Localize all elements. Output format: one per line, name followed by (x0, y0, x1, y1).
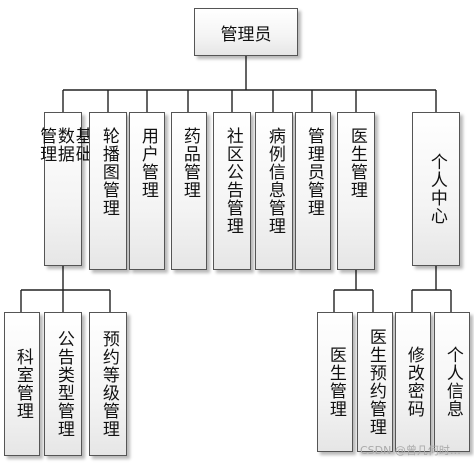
node-doctor-management: 医生管理 (337, 112, 375, 270)
label-user-management: 用户管理 (137, 127, 158, 199)
node-case-management: 病例信息管理 (255, 112, 293, 270)
label-personal-info: 个人信息 (442, 346, 463, 418)
label-change-password: 修改密码 (403, 346, 424, 418)
node-doctor-sub-management: 医生管理 (317, 312, 353, 452)
label-announcement-management: 社区公告管理 (222, 127, 243, 235)
node-carousel-management: 轮播图管理 (89, 112, 127, 270)
root-node-admin: 管理员 (194, 8, 298, 56)
label-announcement-type-management: 公告类型管理 (53, 330, 74, 438)
label-carousel-management: 轮播图管理 (98, 127, 119, 217)
node-announcement-type-management: 公告类型管理 (44, 312, 82, 456)
node-drug-management: 药品管理 (171, 112, 207, 270)
node-basic-data-management: 基础 数据 管理 (36, 112, 92, 266)
label-basic-data-management: 基础 数据 管理 (36, 127, 92, 163)
node-change-password: 修改密码 (395, 312, 431, 452)
label-doctor-appointment-management: 医生预约管理 (365, 328, 386, 436)
node-user-management: 用户管理 (129, 112, 165, 270)
label-personal-center: 个人中心 (426, 153, 447, 225)
node-doctor-appointment-management: 医生预约管理 (357, 312, 393, 452)
node-dept-management: 科室管理 (4, 312, 40, 456)
node-announcement-management: 社区公告管理 (213, 112, 251, 270)
node-personal-center: 个人中心 (412, 112, 460, 266)
label-admin-management: 管理员管理 (303, 127, 324, 217)
node-admin-management: 管理员管理 (295, 112, 331, 270)
label-dept-management: 科室管理 (12, 348, 33, 420)
label-doctor-management: 医生管理 (346, 127, 367, 199)
node-appointment-level-management: 预约等级管理 (89, 312, 127, 456)
node-personal-info: 个人信息 (434, 312, 470, 452)
label-doctor-sub-management: 医生管理 (325, 346, 346, 418)
watermark: CSDN @曾几何时… (360, 444, 461, 457)
label-case-management: 病例信息管理 (264, 127, 285, 235)
label-appointment-level-management: 预约等级管理 (98, 330, 119, 438)
root-label: 管理员 (220, 24, 272, 45)
label-drug-management: 药品管理 (179, 127, 200, 199)
